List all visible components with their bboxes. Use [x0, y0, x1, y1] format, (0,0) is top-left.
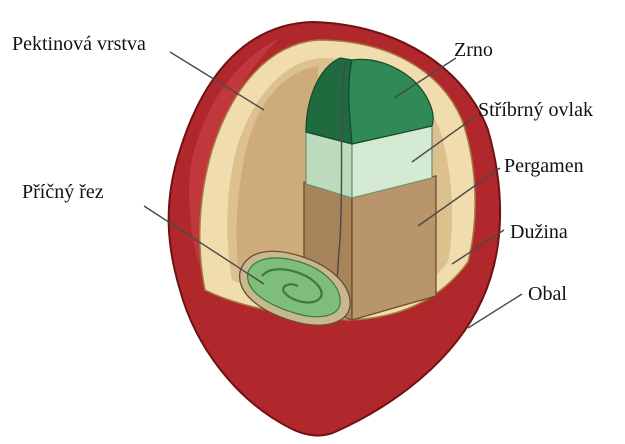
label-stribrny-ovlak: Stříbrný ovlak — [478, 100, 593, 120]
label-obal: Obal — [528, 284, 567, 304]
label-duzina: Dužina — [510, 222, 568, 242]
label-pergamen: Pergamen — [504, 156, 584, 176]
label-pektinova-vrstva: Pektinová vrstva — [12, 34, 146, 54]
label-pricny-rez: Příčný řez — [22, 182, 104, 202]
label-zrno: Zrno — [454, 40, 493, 60]
parchment-right — [352, 176, 436, 320]
